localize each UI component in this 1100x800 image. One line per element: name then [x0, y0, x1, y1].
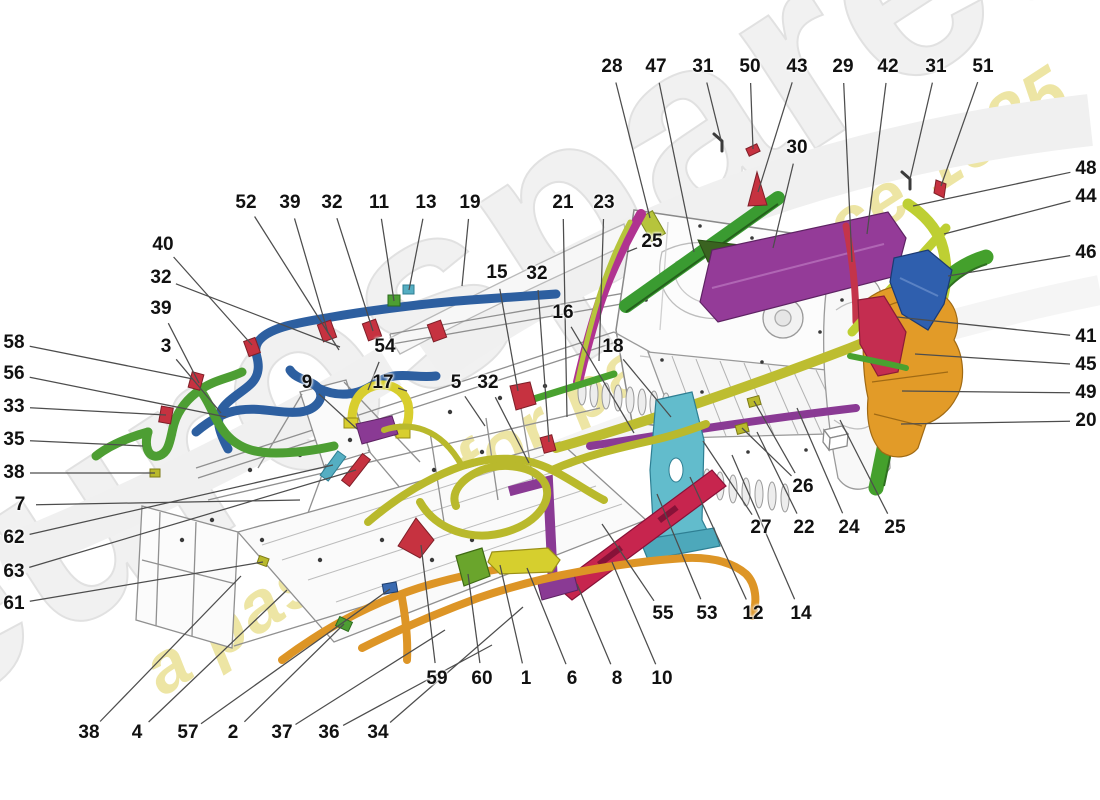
quarter-panel-blue	[889, 249, 953, 331]
callout-21: 21	[552, 192, 574, 213]
callout-27: 27	[750, 517, 772, 538]
rear-cross-member-purple	[699, 211, 907, 323]
callout-35: 35	[3, 429, 25, 450]
cross-member-highlight	[711, 243, 885, 289]
flange-green	[847, 353, 909, 371]
callout-54: 54	[374, 336, 396, 357]
callout-6: 6	[566, 668, 578, 689]
callout-51: 51	[972, 56, 994, 77]
callout-18: 18	[602, 336, 624, 357]
callout-49: 49	[1075, 382, 1097, 403]
callout-59: 59	[426, 668, 448, 689]
harness-tubes-olive	[364, 420, 710, 540]
tube-clamps-red	[158, 318, 557, 454]
callout-22: 22	[793, 517, 815, 538]
callout-50: 50	[739, 56, 761, 77]
callout-31: 31	[692, 56, 714, 77]
callout-61: 61	[3, 593, 25, 614]
callout-55: 55	[652, 603, 674, 624]
floor-rail-purple	[586, 404, 860, 450]
callout-41: 41	[1075, 326, 1097, 347]
callout-11: 11	[368, 192, 390, 213]
sill-strip-green	[520, 370, 618, 406]
callout-47: 47	[645, 56, 667, 77]
callout-1: 1	[520, 668, 532, 689]
callout-31: 31	[925, 56, 947, 77]
callout-2: 2	[227, 722, 239, 743]
callout-25: 25	[884, 517, 906, 538]
callout-16: 16	[552, 302, 574, 323]
callout-37: 37	[271, 722, 293, 743]
callout-20: 20	[1075, 410, 1097, 431]
callout-12: 12	[742, 603, 764, 624]
callout-7: 7	[14, 494, 26, 515]
callout-32: 32	[526, 263, 548, 284]
callout-58: 58	[3, 332, 25, 353]
callout-17: 17	[372, 372, 394, 393]
callout-4: 4	[131, 722, 143, 743]
sill-slots	[597, 504, 679, 567]
callout-34: 34	[367, 722, 389, 743]
callout-38: 38	[78, 722, 100, 743]
callout-23: 23	[593, 192, 615, 213]
callout-13: 13	[415, 192, 437, 213]
callout-63: 63	[3, 561, 25, 582]
roll-hoop-yellow	[347, 380, 414, 437]
quarter-panel-line	[899, 277, 939, 297]
callout-19: 19	[459, 192, 481, 213]
pillar-strip-red	[842, 222, 860, 326]
callout-33: 33	[3, 396, 25, 417]
upper-rail-green-edge	[625, 203, 779, 313]
callout-10: 10	[651, 668, 673, 689]
callout-48: 48	[1075, 158, 1097, 179]
callout-56: 56	[3, 363, 25, 384]
callout-44: 44	[1075, 186, 1097, 207]
callout-40: 40	[152, 234, 174, 255]
callout-32: 32	[321, 192, 343, 213]
callout-32: 32	[150, 267, 172, 288]
callout-39: 39	[150, 298, 172, 319]
small-red-parts	[340, 143, 947, 559]
callout-14: 14	[790, 603, 812, 624]
callout-42: 42	[877, 56, 899, 77]
callout-15: 15	[486, 262, 508, 283]
strut-cyan	[319, 450, 347, 482]
callout-53: 53	[696, 603, 718, 624]
callout-8: 8	[611, 668, 623, 689]
callout-46: 46	[1075, 242, 1097, 263]
callout-36: 36	[318, 722, 340, 743]
callout-38: 38	[3, 462, 25, 483]
callout-24: 24	[838, 517, 860, 538]
callout-57: 57	[177, 722, 199, 743]
wedge-purple	[355, 415, 399, 445]
b-pillar-hole	[668, 457, 684, 483]
callout-30: 30	[786, 137, 808, 158]
callout-32: 32	[477, 372, 499, 393]
callout-25: 25	[641, 231, 663, 252]
callout-52: 52	[235, 192, 257, 213]
c-pillar-sliver-yellow	[574, 219, 633, 387]
arm-yellow	[487, 547, 561, 575]
upper-rail-green	[619, 191, 785, 313]
callout-45: 45	[1075, 354, 1097, 375]
callout-28: 28	[601, 56, 623, 77]
callout-29: 29	[832, 56, 854, 77]
callout-9: 9	[301, 372, 313, 393]
callout-43: 43	[786, 56, 808, 77]
callout-5: 5	[450, 372, 462, 393]
callout-26: 26	[792, 476, 814, 497]
callout-60: 60	[471, 668, 493, 689]
callout-39: 39	[279, 192, 301, 213]
stay-tubes-green	[91, 367, 339, 461]
callout-3: 3	[160, 336, 172, 357]
bracket-green	[455, 547, 491, 587]
bracket-crimson-wing	[857, 295, 907, 377]
callout-62: 62	[3, 527, 25, 548]
